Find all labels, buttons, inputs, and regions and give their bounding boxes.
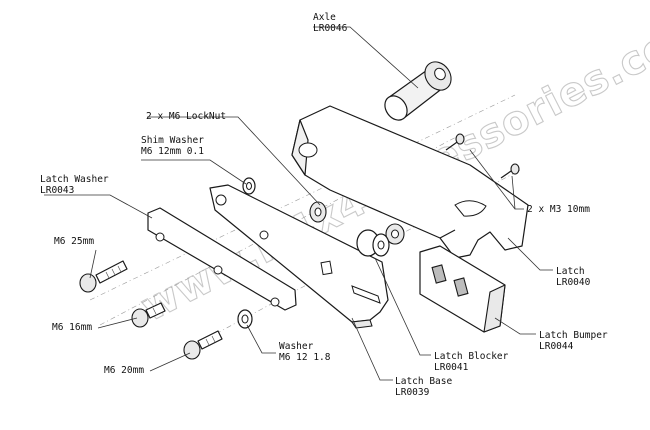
label-washer-name: Washer	[279, 341, 314, 352]
label-latch-code: LR0040	[556, 277, 591, 288]
label-locknut: 2 x M6 LockNut	[146, 111, 226, 122]
latch-bumper-part	[419, 245, 506, 333]
label-latch-base: Latch Base LR0039	[395, 376, 452, 398]
leader-lines	[44, 26, 553, 381]
label-m6-25-name: M6 25mm	[54, 236, 94, 247]
label-m6-16: M6 16mm	[52, 322, 92, 333]
latch-base-slot	[351, 285, 381, 304]
label-axle-code: LR0046	[313, 23, 348, 34]
latch-blocker-part	[356, 229, 390, 257]
label-m3-screw: 2 x M3 10mm	[527, 204, 590, 215]
label-m6-20-name: M6 20mm	[104, 365, 144, 376]
axle-part	[384, 61, 452, 121]
label-m6-16-name: M6 16mm	[52, 322, 92, 333]
bolt-m6-16	[131, 302, 166, 328]
label-axle: Axle LR0046	[313, 12, 348, 34]
latch-pivot-hole	[298, 142, 318, 158]
label-axle-name: Axle	[313, 12, 336, 23]
label-latch-bumper-name: Latch Bumper	[539, 330, 608, 341]
label-shim-washer-name: Shim Washer	[141, 135, 204, 146]
label-latch-blocker-code: LR0041	[434, 362, 469, 373]
label-latch: Latch LR0040	[556, 266, 591, 288]
shim-washer-part	[242, 177, 256, 195]
latch-slot	[454, 200, 487, 217]
latch-washer-part	[147, 207, 297, 311]
m3-screw-upper	[445, 133, 465, 151]
label-latch-bumper: Latch Bumper LR0044	[539, 330, 608, 352]
latch-part	[291, 105, 529, 259]
label-locknut-name: 2 x M6 LockNut	[146, 111, 226, 122]
m3-screw-lower	[500, 163, 520, 179]
label-latch-blocker-name: Latch Blocker	[434, 351, 509, 362]
label-shim-washer: Shim Washer M6 12mm 0.1	[141, 135, 204, 157]
locknut-part-1	[309, 201, 327, 223]
label-m6-25: M6 25mm	[54, 236, 94, 247]
label-latch-washer: Latch Washer LR0043	[40, 174, 109, 196]
label-latch-washer-name: Latch Washer	[40, 174, 109, 185]
label-washer: Washer M6 12 1.8	[279, 341, 331, 363]
label-washer-code: M6 12 1.8	[279, 352, 331, 363]
label-latch-washer-code: LR0043	[40, 185, 74, 196]
label-latch-name: Latch	[556, 266, 585, 277]
bolt-m6-20	[183, 330, 223, 360]
label-latch-base-code: LR0039	[395, 387, 430, 398]
locknut-part-2	[385, 223, 405, 245]
label-m3-screw-name: 2 x M3 10mm	[527, 204, 590, 215]
label-latch-blocker: Latch Blocker LR0041	[434, 351, 509, 373]
washer-part	[237, 309, 253, 329]
label-latch-base-name: Latch Base	[395, 376, 452, 387]
label-m6-20: M6 20mm	[104, 365, 144, 376]
label-shim-washer-code: M6 12mm 0.1	[141, 146, 204, 157]
bolt-m6-25	[79, 260, 128, 293]
label-latch-bumper-code: LR0044	[539, 341, 574, 352]
latch-base-part	[209, 184, 389, 329]
